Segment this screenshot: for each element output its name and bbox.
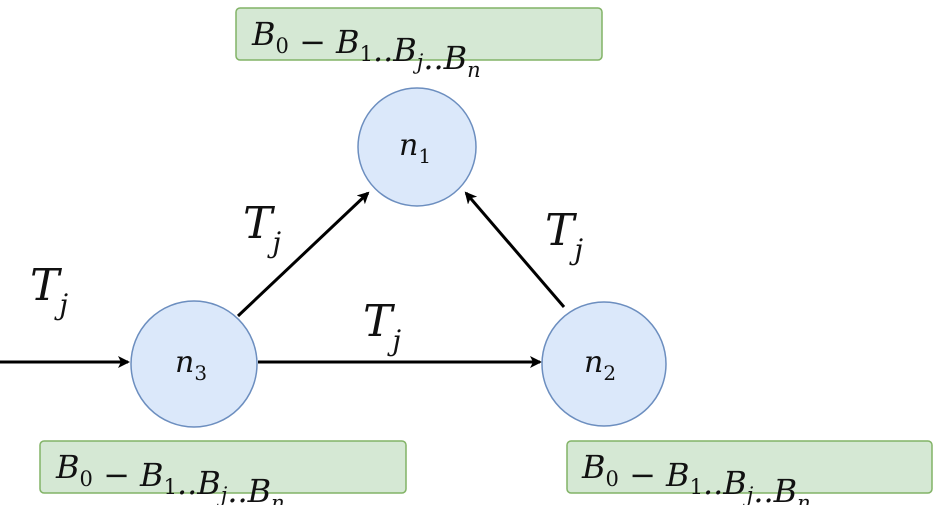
block-box [566, 440, 933, 494]
edge-label-n3-n1: Tj [243, 198, 281, 259]
node-label: n2 [584, 345, 616, 385]
edge-label-base: T [363, 296, 396, 347]
edge-label-n3-n2: Tj [363, 296, 401, 357]
block-box [39, 440, 407, 494]
node-circle [541, 301, 667, 427]
block-label: B0 − B1..Bj..Bn [251, 15, 481, 82]
block-box [235, 7, 603, 61]
edge-label-base: T [545, 205, 578, 256]
edge-n2-n1 [464, 191, 566, 308]
node-n3[interactable]: n3 [130, 300, 258, 428]
node-label: n3 [175, 345, 207, 385]
node-n2[interactable]: n2 [541, 301, 667, 427]
block-label: B0 − B1..Bj..Bn [581, 448, 811, 505]
node-circle [357, 87, 477, 207]
edge-label-n2-n1: Tj [545, 205, 583, 266]
edge-label-incoming: Tj [30, 260, 68, 321]
node-n1[interactable]: n1 [357, 87, 477, 207]
edge-label-base: T [30, 260, 63, 311]
edge-label-base: T [243, 198, 276, 249]
node-label: n1 [399, 128, 431, 168]
block-label: B0 − B1..Bj..Bn [55, 448, 285, 505]
block-left: B0 − B1..Bj..Bn [39, 440, 407, 505]
edge-n3-n1 [236, 191, 370, 318]
node-circle [130, 300, 258, 428]
block-top: B0 − B1..Bj..Bn [235, 7, 603, 82]
block-right: B0 − B1..Bj..Bn [566, 440, 933, 505]
